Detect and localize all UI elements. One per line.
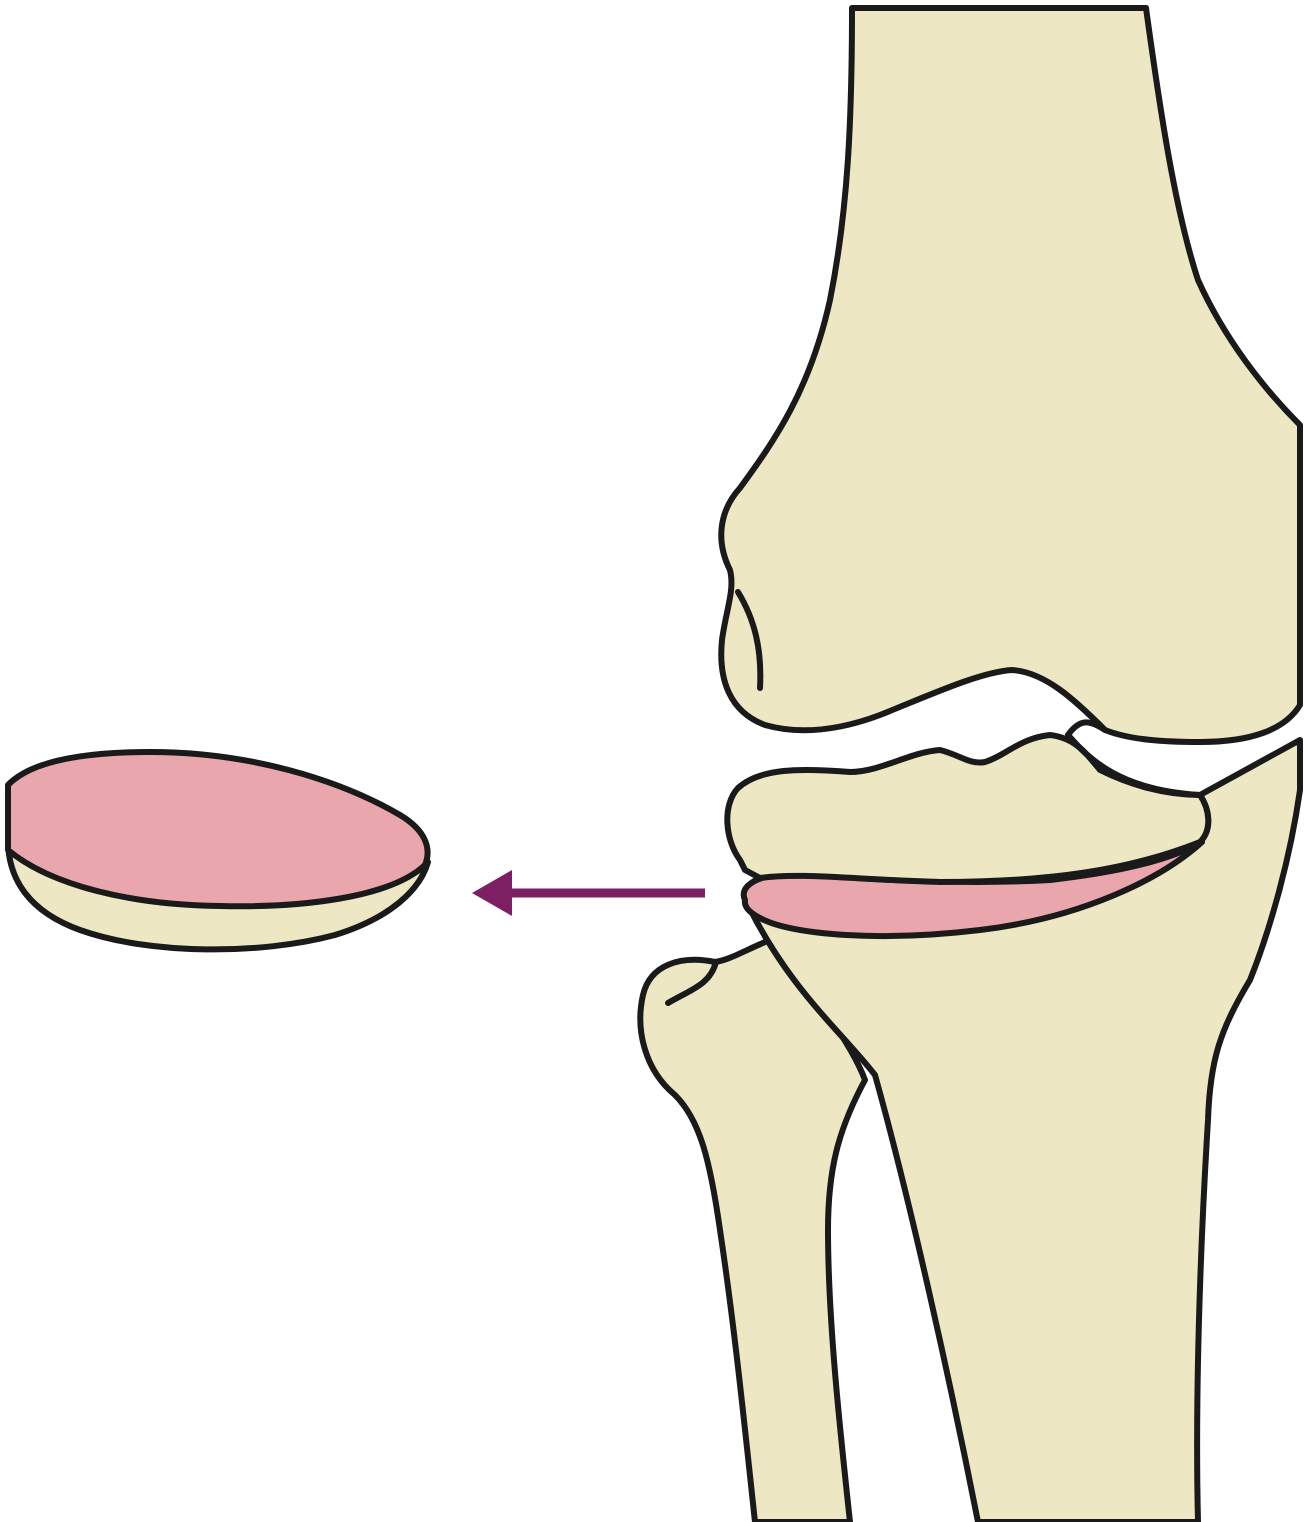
femur-bone <box>721 8 1300 742</box>
arrow-left-icon <box>472 870 705 916</box>
joint-space <box>1068 722 1105 735</box>
meniscus <box>727 735 1208 882</box>
removed-cartilage-disc-top <box>8 752 428 906</box>
